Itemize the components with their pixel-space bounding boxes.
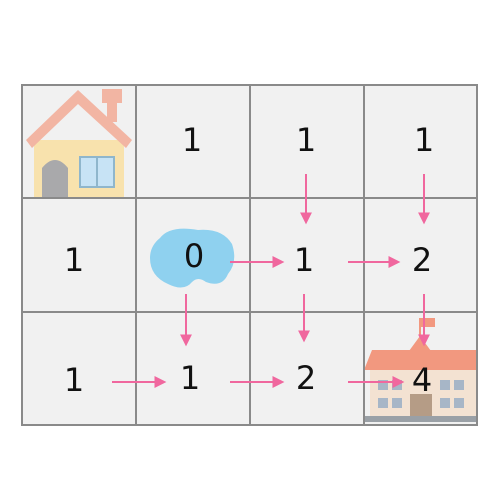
cell-value: 1 xyxy=(63,241,85,279)
cell-value: 1 xyxy=(181,121,203,159)
puddle-icon xyxy=(150,228,235,288)
school-icon xyxy=(364,318,476,422)
cell-value: 4 xyxy=(411,361,433,399)
cell-value: 1 xyxy=(63,361,85,399)
grid-lines xyxy=(21,84,478,426)
cell-value: 1 xyxy=(413,121,435,159)
cell-value: 2 xyxy=(411,241,433,279)
cell-value: 2 xyxy=(295,359,317,397)
cell-value: 0 xyxy=(183,237,205,275)
cell-value: 1 xyxy=(293,241,315,279)
house-icon xyxy=(26,89,132,198)
cell-value: 1 xyxy=(179,359,201,397)
arrow-layer xyxy=(112,174,430,388)
cell-value: 1 xyxy=(295,121,317,159)
